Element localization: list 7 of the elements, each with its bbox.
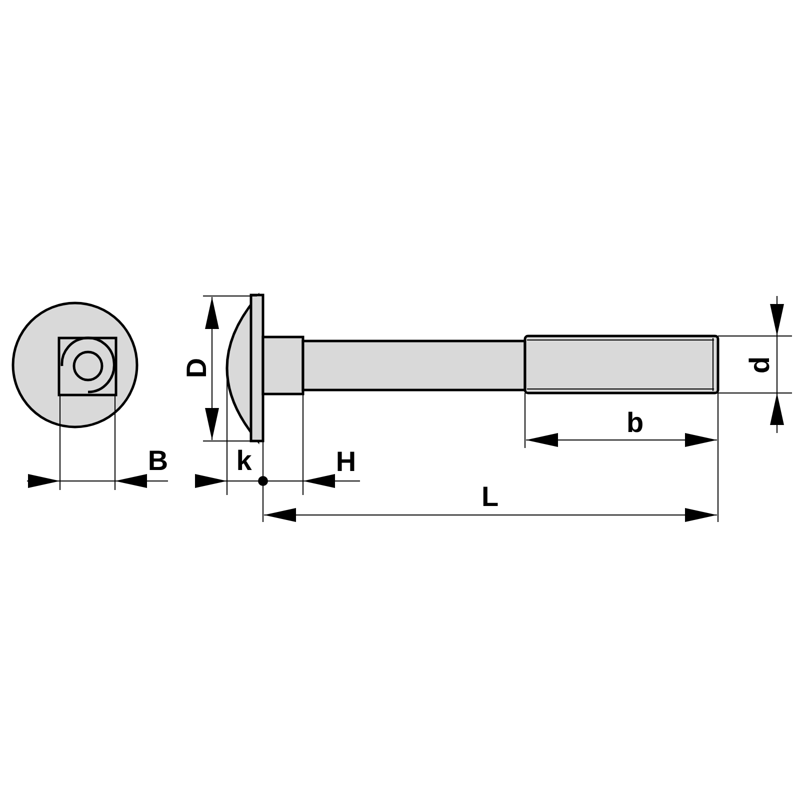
dimension-label: D [183,358,211,378]
dimension-label: k [236,447,252,475]
dimension-label: L [481,483,499,511]
dimension-label: H [336,448,356,476]
dimension-label: d [746,356,774,374]
dimension-label: B [148,447,168,475]
dimension-label: b [626,409,644,437]
